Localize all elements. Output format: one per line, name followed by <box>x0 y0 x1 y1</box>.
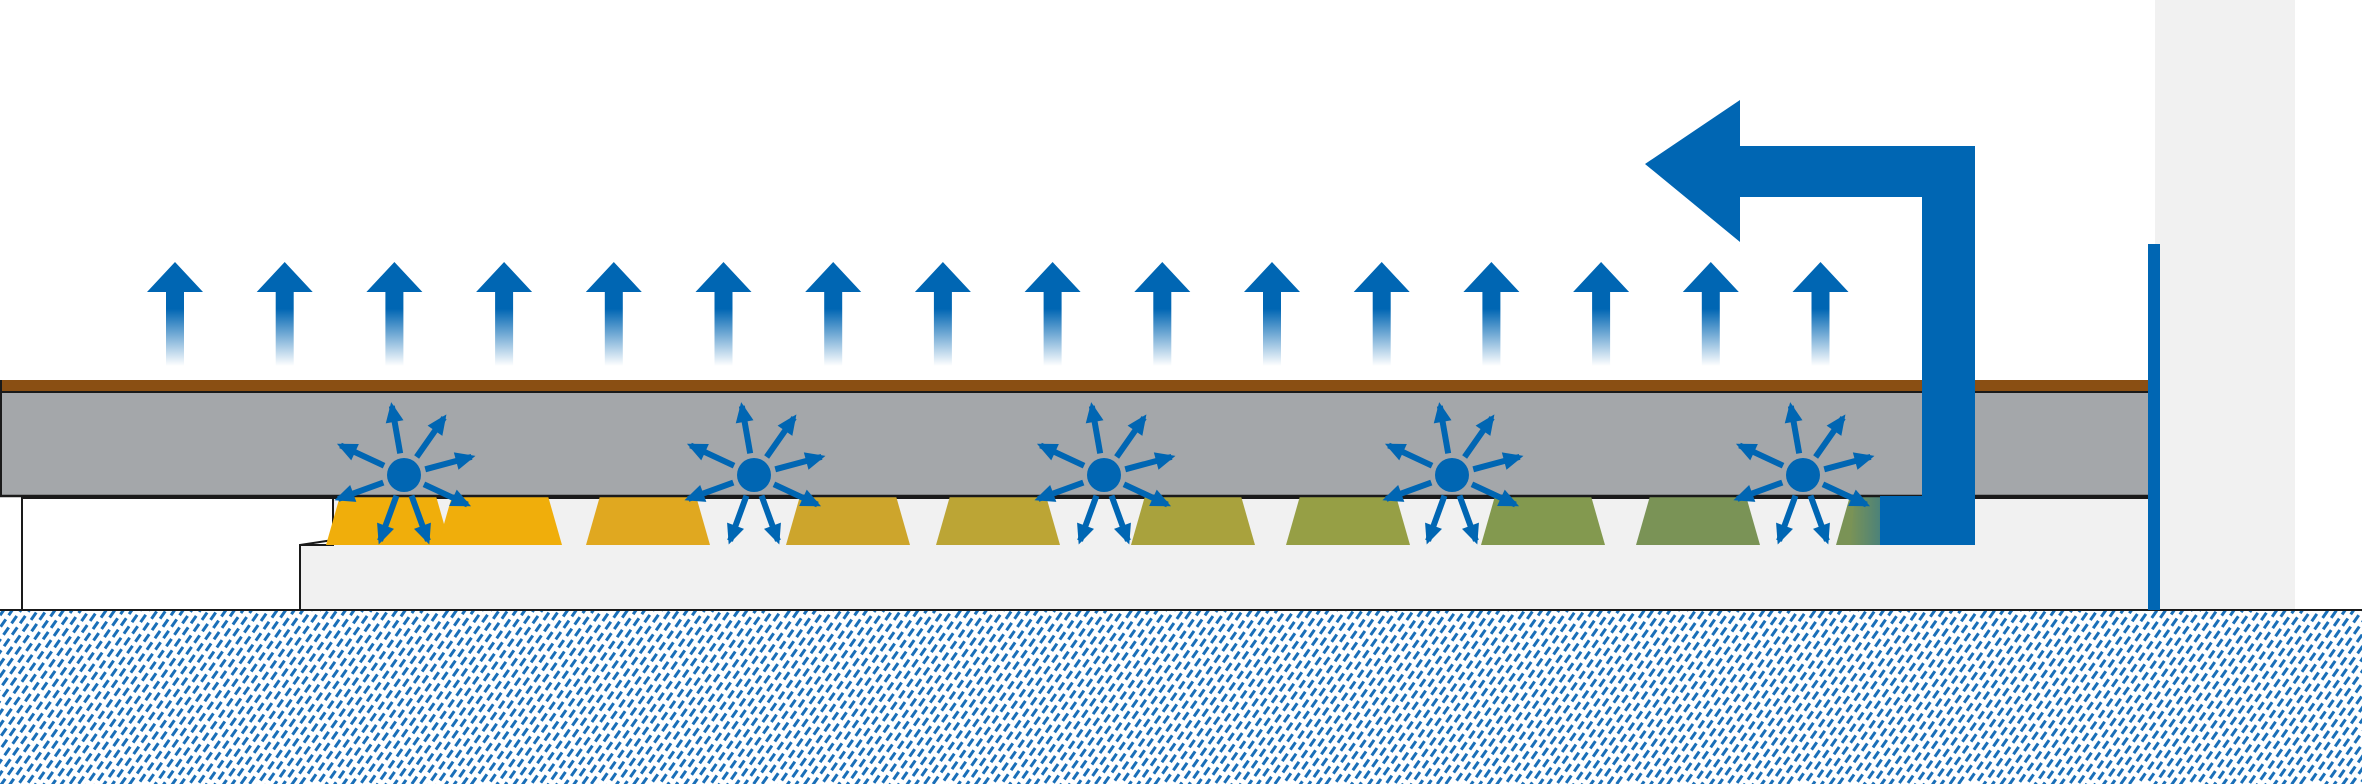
moisture-pad <box>1131 496 1255 545</box>
arrow-up-gradient-icon <box>1024 262 1081 366</box>
moisture-pad <box>1481 496 1605 545</box>
moisture-pad <box>936 496 1060 545</box>
arrow-up-gradient-icon <box>695 262 752 366</box>
fan-burst-icon <box>1034 402 1176 545</box>
dryer-units <box>334 402 1875 545</box>
arrow-up-gradient-icon <box>1792 262 1849 366</box>
arrow-up-gradient-icon <box>914 262 971 366</box>
moisture-pad <box>786 496 910 545</box>
arrow-up-gradient-icon <box>1682 262 1739 366</box>
arrow-up-gradient-icon <box>1244 262 1300 366</box>
moisture-pad <box>586 496 710 545</box>
moisture-pad <box>438 496 562 545</box>
bent-arrow-left-icon <box>1645 100 1975 545</box>
arrow-up-gradient-icon <box>585 262 642 366</box>
arrow-up-gradient-icon <box>366 262 423 366</box>
subfloor-edge-strip <box>21 497 334 611</box>
fan-burst-icon <box>684 402 826 545</box>
fan-burst-icon <box>1382 402 1524 545</box>
ground-hatched <box>0 610 2362 784</box>
moisture-pad <box>1286 496 1410 545</box>
vapor-arrows <box>147 262 1849 366</box>
arrow-up-gradient-icon <box>1463 262 1520 366</box>
moisture-pad <box>1636 496 1760 545</box>
layer-outlines <box>0 380 2150 498</box>
edge-insulation-strip <box>2148 244 2160 610</box>
fan-burst-icon <box>334 402 476 545</box>
arrow-up-gradient-icon <box>256 262 313 366</box>
arrow-up-gradient-icon <box>1134 262 1191 366</box>
arrow-up-gradient-icon <box>147 262 203 366</box>
arrow-up-gradient-icon <box>476 262 533 366</box>
fan-burst-icon <box>1733 402 1875 545</box>
moisture-pads <box>326 496 1960 545</box>
arrow-up-gradient-icon <box>1573 262 1630 366</box>
wall <box>2155 0 2295 610</box>
floor-covering <box>0 380 2150 392</box>
arrow-up-gradient-icon <box>805 262 862 366</box>
arrow-up-gradient-icon <box>1353 262 1410 366</box>
